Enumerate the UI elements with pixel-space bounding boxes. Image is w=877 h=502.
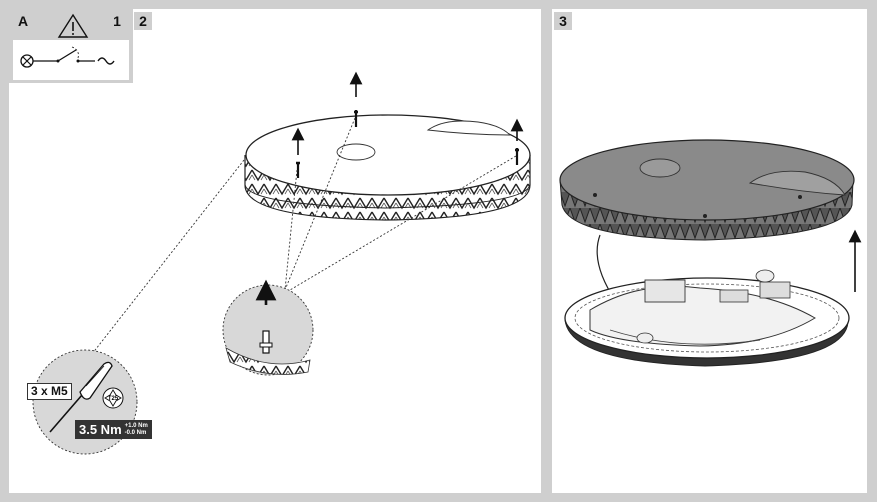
- driver-unit: [644, 279, 686, 303]
- leader-lines: [91, 117, 517, 355]
- torque-value: 3.5 Nm: [79, 422, 122, 437]
- ac-icon: [97, 57, 115, 65]
- torque-label: 3.5 Nm +1.0 Nm -0.0 Nm: [75, 420, 152, 439]
- torx-size-label: T25: [107, 396, 119, 402]
- warning-icon: [57, 13, 89, 38]
- torque-tolerance: +1.0 Nm -0.0 Nm: [125, 423, 148, 437]
- base-housing: [564, 269, 850, 367]
- screw-count-label: 3 x M5: [27, 383, 72, 400]
- torque-tolerance-plus: +1.0 Nm: [124, 422, 148, 429]
- switch-icon: [33, 46, 95, 63]
- screw-left: [291, 127, 305, 178]
- screw-detail-circle: [222, 279, 314, 376]
- lifted-cover: [559, 139, 855, 241]
- step-1-label: 1: [108, 12, 126, 30]
- torx-icon: [102, 387, 124, 409]
- screwdriver-icon: [49, 361, 113, 433]
- panel-step-3: [552, 9, 867, 493]
- screw-right: [510, 118, 524, 165]
- screw-top: [349, 71, 363, 127]
- torque-tolerance-minus: -0.0 Nm: [124, 429, 147, 436]
- tag-a: A: [12, 12, 34, 30]
- connector: [719, 289, 749, 303]
- lamp-icon: [20, 54, 34, 68]
- step-2-label: 2: [134, 12, 152, 30]
- luminaire-cover: [244, 114, 531, 221]
- step-3-label: 3: [554, 12, 572, 30]
